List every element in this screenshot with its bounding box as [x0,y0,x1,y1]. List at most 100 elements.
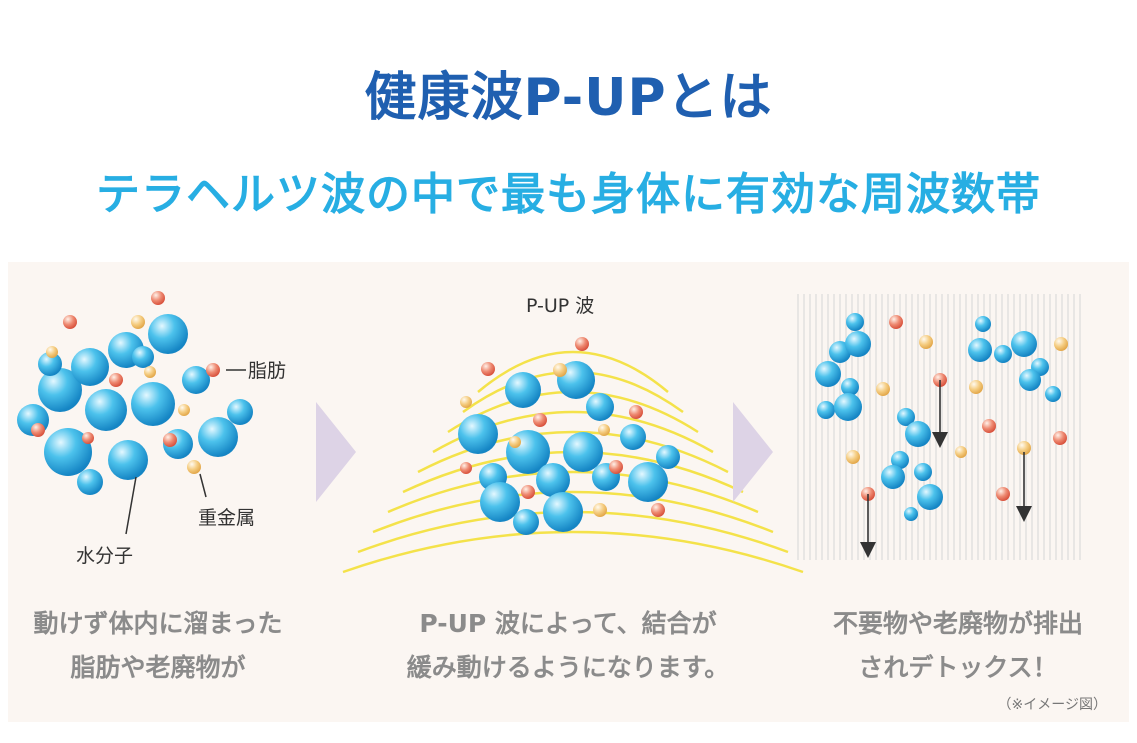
water-molecule [628,462,668,502]
metal-leader-line [199,473,207,498]
water-molecule [891,451,909,469]
step-3-caption-line-1: 不要物や老廃物が排出 [832,609,1083,638]
water-molecule [1019,369,1041,391]
water-molecule [536,463,570,497]
fat-particle [206,363,220,377]
molecule-layer [17,291,1068,535]
fat-particle [521,485,535,499]
water-molecule [543,492,583,532]
label-fat: 脂肪 [248,360,286,382]
water-molecule [905,421,931,447]
water-molecule [586,393,614,421]
fat-particle [163,433,177,447]
water-molecule [881,465,905,489]
water-molecule [480,482,520,522]
water-molecule [148,314,188,354]
fat-particle [533,413,547,427]
water-molecule [968,338,992,362]
fat-particle [889,315,903,329]
label-heavy-metal: 重金属 [198,507,255,529]
water-molecule [841,378,859,396]
fat-particle [31,423,45,437]
water-molecule [198,417,238,457]
water-molecule [458,414,498,454]
water-molecule [227,399,253,425]
water-molecule [975,316,991,332]
page-subtitle: テラヘルツ波の中で最も身体に有効な周波数帯 [96,169,1041,220]
heavy-metal-particle [460,396,472,408]
water-molecule [917,484,943,510]
water-molecule [897,408,915,426]
fat-particle [575,337,589,351]
step-arrow-1 [316,402,356,502]
wave-arc [417,430,729,474]
diagram-panel: 脂肪 重金属 水分子 P-UP 波 動けず体内に溜まった 脂肪や老廃物が P-U… [8,262,1129,722]
water-molecule [620,424,646,450]
water-molecule [513,509,539,535]
water-molecule [505,372,541,408]
water-molecule [38,352,62,376]
water-molecule [71,348,109,386]
step-arrow-2 [733,402,773,502]
step-2-caption-line-1: P-UP 波によって、結合が [419,609,717,638]
heavy-metal-particle [598,424,610,436]
step-1-caption-line-2: 脂肪や老廃物が [70,653,246,682]
water-molecule [85,389,127,431]
water-molecule [182,366,210,394]
heavy-metal-particle [919,335,933,349]
water-molecule [846,313,864,331]
water-molecule [834,393,862,421]
heavy-metal-particle [969,380,983,394]
fat-particle [1053,431,1067,445]
water-molecule [132,346,154,368]
water-molecule [1011,331,1037,357]
water-molecule [1045,386,1061,402]
fat-particle [629,405,643,419]
wave-arc [342,530,804,574]
stripes-background [797,294,1081,560]
fat-particle [151,291,165,305]
heavy-metal-particle [144,366,156,378]
step-3-caption: 不要物や老廃物が排出 されデトックス！ [803,602,1113,690]
label-p-up-wave: P-UP 波 [526,295,594,317]
fat-particle [460,462,472,474]
step-1-caption: 動けず体内に溜まった 脂肪や老廃物が [8,602,308,690]
label-water-molecule: 水分子 [76,545,133,567]
water-molecule [817,401,835,419]
wave-arc [477,350,669,393]
water-molecule [44,428,92,476]
diagram-svg: 脂肪 重金属 水分子 P-UP 波 [17,291,1081,574]
water-molecule [131,382,175,426]
water-molecule [656,445,680,469]
heavy-metal-particle [131,315,145,329]
water-molecule [108,440,148,480]
heavy-metal-particle [509,436,521,448]
fat-particle [63,315,77,329]
step-3-caption-line-2: されデトックス！ [858,653,1058,682]
step-2-caption-line-2: 緩み動けるようになります。 [406,653,730,682]
water-molecule [994,345,1012,363]
fat-particle [82,432,94,444]
fat-particle [109,373,123,387]
heavy-metal-particle [553,363,567,377]
fat-particle [609,460,623,474]
fat-particle [481,362,495,376]
water-molecule [815,361,841,387]
water-molecule [38,368,82,412]
fat-particle [996,487,1010,501]
heavy-metal-particle [187,460,201,474]
heavy-metal-particle [876,382,890,396]
heavy-metal-particle [955,446,967,458]
wave-arc [372,490,774,534]
image-note: （※イメージ図） [997,697,1107,713]
heavy-metal-particle [846,450,860,464]
step-2-caption: P-UP 波によって、結合が 緩み動けるようになります。 [403,602,733,690]
water-molecule [845,331,871,357]
heavy-metal-particle [1054,337,1068,351]
heavy-metal-particle [593,503,607,517]
heavy-metal-particle [46,346,58,358]
heavy-metal-particle [178,404,190,416]
page-title: 健康波P-UPとは [364,68,773,128]
water-molecule [914,463,932,481]
fat-particle [982,419,996,433]
